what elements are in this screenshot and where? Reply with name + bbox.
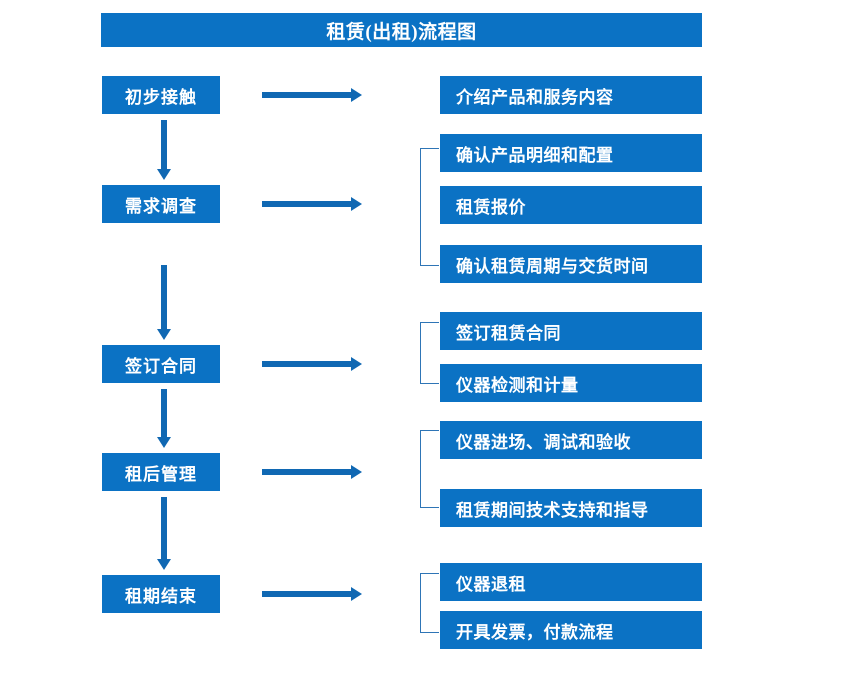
arrow-shaft (161, 497, 167, 559)
stage-box-4[interactable]: 租后管理 (102, 453, 220, 491)
detail-box-1[interactable]: 介绍产品和服务内容 (440, 76, 702, 114)
stage-box-5[interactable]: 租期结束 (102, 575, 220, 613)
arrow-head (351, 197, 362, 211)
down-arrow-icon-3 (157, 389, 171, 448)
arrow-head (351, 465, 362, 479)
arrow-head (157, 437, 171, 448)
right-arrow-icon-2 (262, 197, 362, 211)
arrow-head (157, 329, 171, 340)
detail-box-3[interactable]: 租赁报价 (440, 186, 702, 224)
arrow-shaft (262, 92, 351, 98)
arrow-shaft (262, 469, 351, 475)
detail-box-10[interactable]: 开具发票，付款流程 (440, 611, 702, 649)
group-bracket-4 (420, 430, 439, 508)
detail-box-8[interactable]: 租赁期间技术支持和指导 (440, 489, 702, 527)
detail-box-9[interactable]: 仪器退租 (440, 563, 702, 601)
down-arrow-icon-2 (157, 265, 171, 340)
detail-box-5[interactable]: 签订租赁合同 (440, 312, 702, 350)
detail-box-6[interactable]: 仪器检测和计量 (440, 364, 702, 402)
detail-box-7[interactable]: 仪器进场、调试和验收 (440, 421, 702, 459)
stage-box-3[interactable]: 签订合同 (102, 345, 220, 383)
stage-box-1[interactable]: 初步接触 (102, 76, 220, 114)
arrow-head (157, 169, 171, 180)
arrow-shaft (262, 361, 351, 367)
group-bracket-3 (420, 322, 439, 384)
right-arrow-icon-5 (262, 587, 362, 601)
arrow-shaft (161, 120, 167, 169)
detail-box-4[interactable]: 确认租赁周期与交货时间 (440, 245, 702, 283)
arrow-head (157, 559, 171, 570)
arrow-head (351, 357, 362, 371)
arrow-head (351, 88, 362, 102)
arrow-shaft (262, 591, 351, 597)
down-arrow-icon-4 (157, 497, 171, 570)
down-arrow-icon-1 (157, 120, 171, 180)
arrow-shaft (262, 201, 351, 207)
arrow-shaft (161, 389, 167, 437)
page-title: 租赁(出租)流程图 (101, 13, 702, 47)
arrow-shaft (161, 265, 167, 329)
detail-box-2[interactable]: 确认产品明细和配置 (440, 134, 702, 172)
right-arrow-icon-1 (262, 88, 362, 102)
right-arrow-icon-4 (262, 465, 362, 479)
group-bracket-5 (420, 573, 439, 633)
stage-box-2[interactable]: 需求调查 (102, 185, 220, 223)
arrow-head (351, 587, 362, 601)
right-arrow-icon-3 (262, 357, 362, 371)
group-bracket-2 (420, 148, 439, 266)
